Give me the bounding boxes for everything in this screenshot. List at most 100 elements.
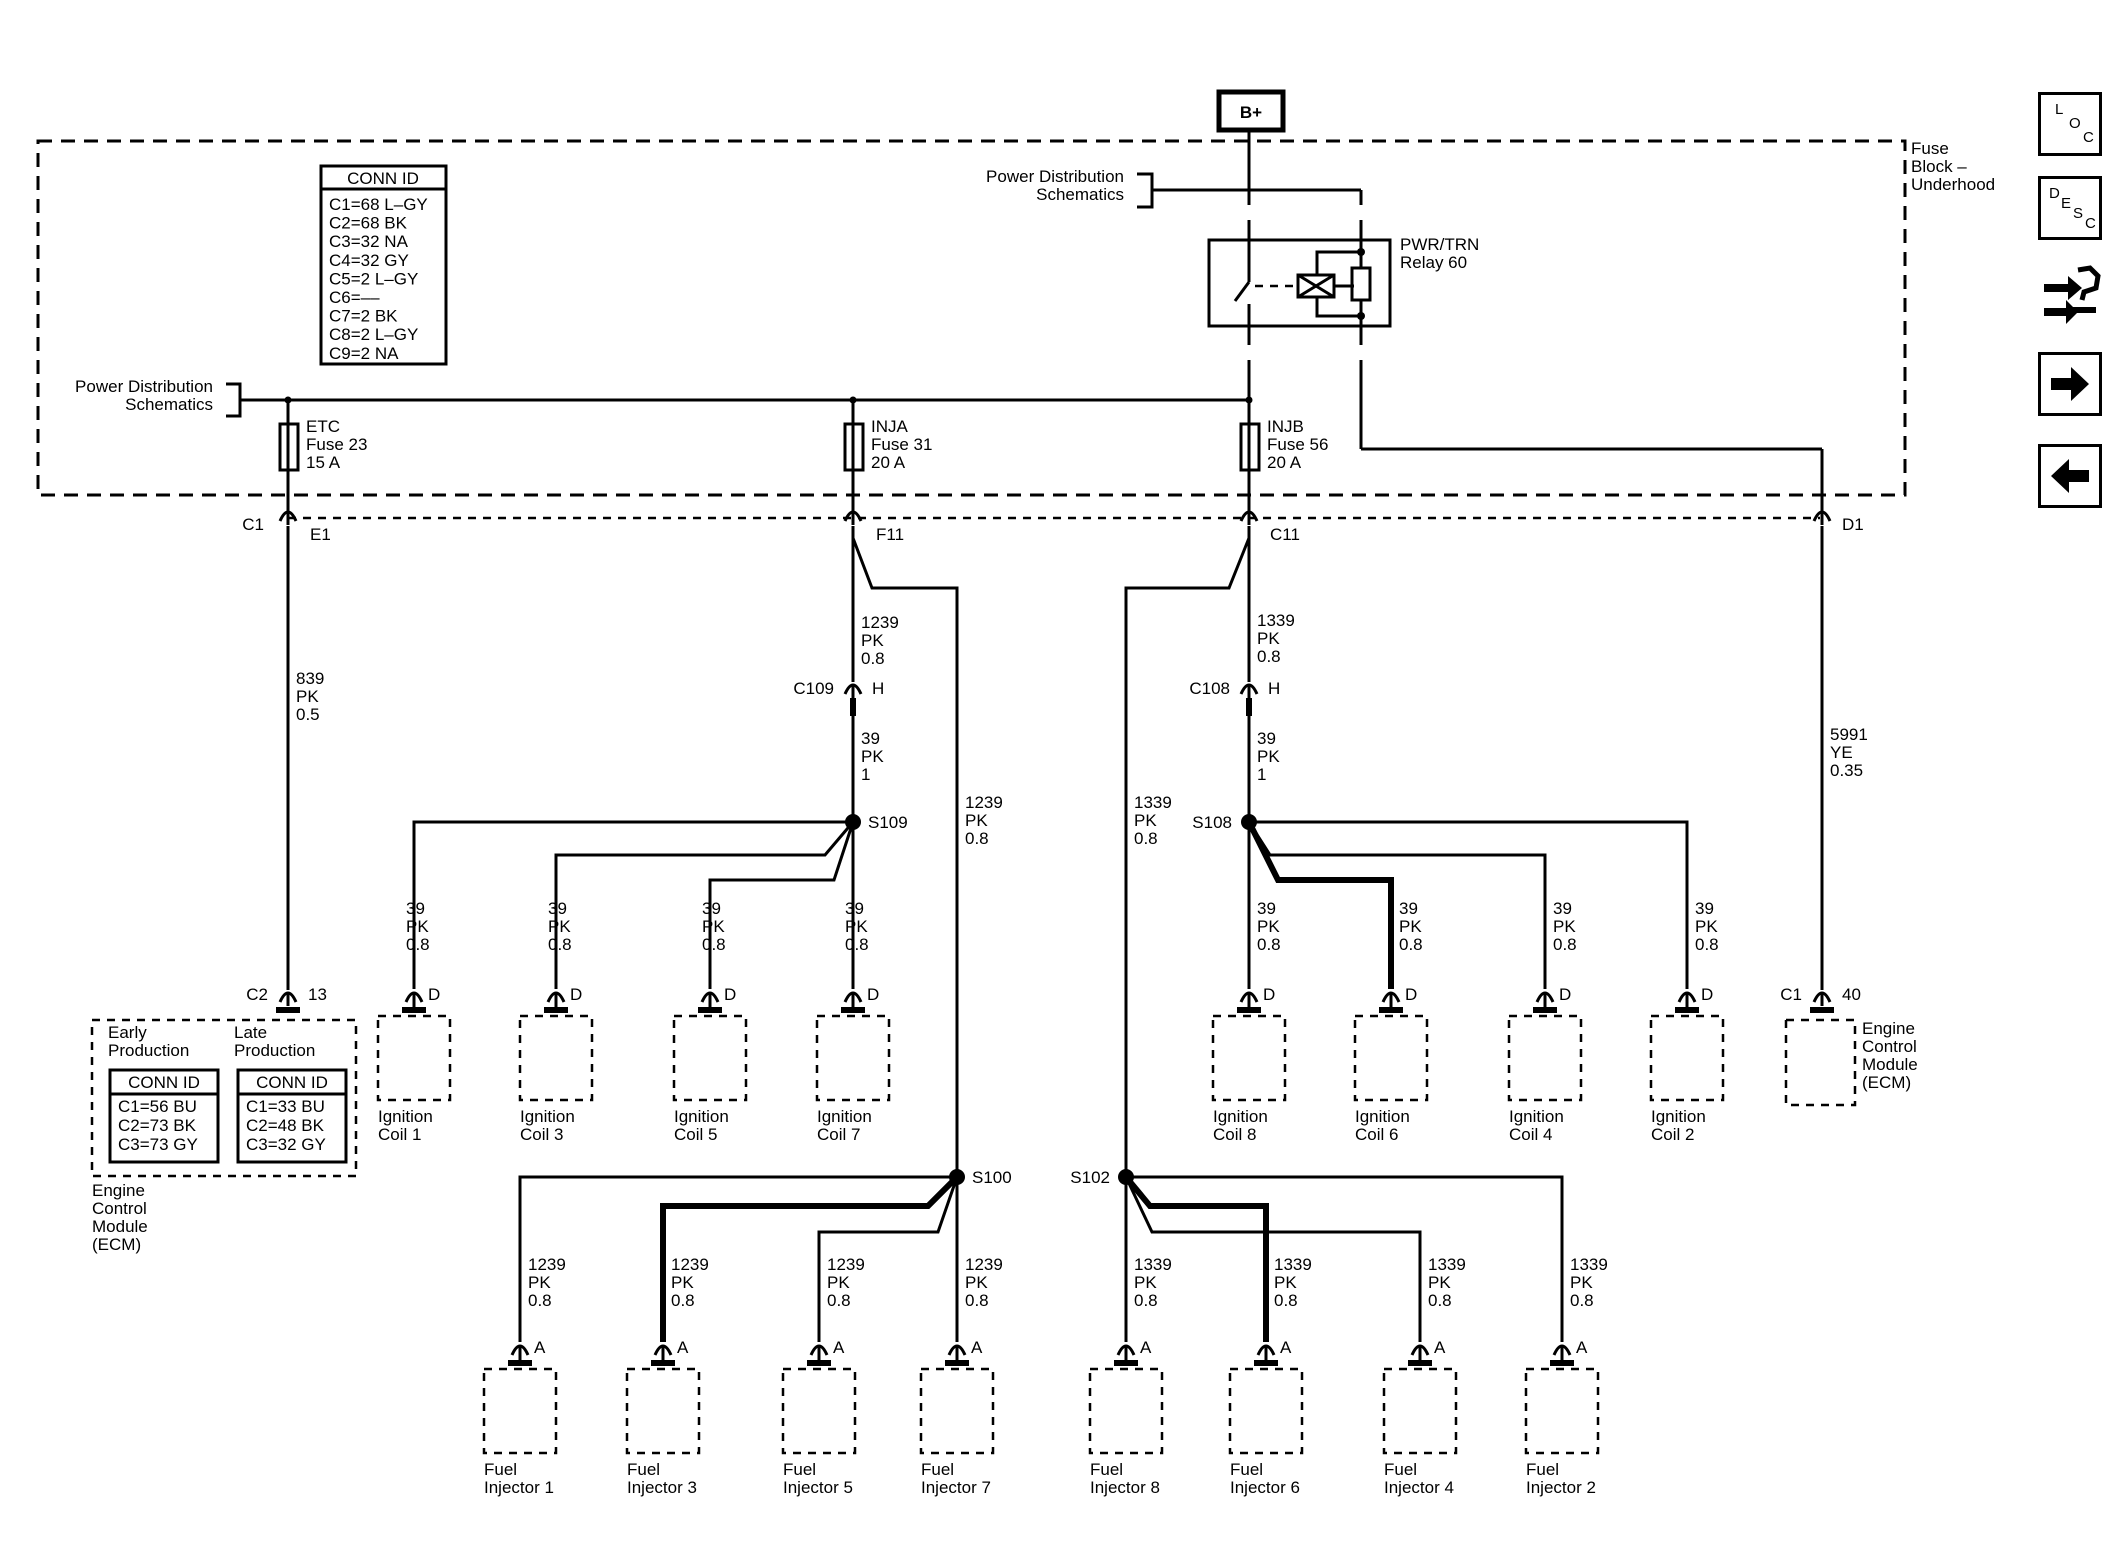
- injector-left-3-wire-label-line-1: PK: [827, 1273, 850, 1292]
- power-distribution-left-label-line-0: Power Distribution: [75, 377, 213, 396]
- coil-right-3-wire-label-line-2: 0.8: [1553, 935, 1577, 954]
- injector-right-4-label-line-1: Injector 2: [1526, 1478, 1596, 1497]
- wire-39-left-label-line-0: 39: [861, 729, 880, 748]
- power-distribution-top-label-line-0: Power Distribution: [986, 167, 1124, 186]
- coil-right-2-wire-label-line-0: 39: [1399, 899, 1418, 918]
- arrow-right-icon: [2051, 367, 2089, 401]
- injector-left-3-wire-label-line-0: 1239: [827, 1255, 865, 1274]
- fuse-56-label-line-0: INJB: [1267, 417, 1304, 436]
- loc-button[interactable]: L O C: [2038, 92, 2102, 156]
- fuel-injector-right-2-outline: [1228, 1367, 1304, 1455]
- power-distribution-top-label-line-1: Schematics: [1036, 185, 1124, 204]
- wrench-arrows-icon[interactable]: [2038, 262, 2102, 326]
- injector-left-4-label-line-1: Injector 7: [921, 1478, 991, 1497]
- coil-left-4-wire-label-line-0: 39: [845, 899, 864, 918]
- coil-left-2-wire-label-line-1: PK: [548, 917, 571, 936]
- label-ecm-right-c1: C1: [1780, 985, 1802, 1004]
- coil-left-3-label-line-0: Ignition: [674, 1107, 729, 1126]
- coil-right-3-pin: D: [1559, 985, 1571, 1004]
- relay-label-line-1: Relay 60: [1400, 253, 1467, 272]
- coil-right-1-wire-label-line-0: 39: [1257, 899, 1276, 918]
- coil-right-4-wire-label-line-2: 0.8: [1695, 935, 1719, 954]
- coil-left-3-wire-label-line-2: 0.8: [702, 935, 726, 954]
- late-table-title: CONN ID: [256, 1073, 328, 1092]
- coil-right-3-wire-label-line-1: PK: [1553, 917, 1576, 936]
- coil-left-1-label-line-1: Coil 1: [378, 1125, 421, 1144]
- fuel-injector-left-4-outline: [919, 1367, 995, 1455]
- wire-1239-top-label-line-0: 1239: [861, 613, 899, 632]
- coil-left-2-wire-label-line-0: 39: [548, 899, 567, 918]
- ecm-right-label-line-2: Module: [1862, 1055, 1918, 1074]
- splice-s100: [949, 1169, 965, 1185]
- ecm-early-label-line-0: Early: [108, 1023, 147, 1042]
- main-conn-table-row: C3=32 NA: [329, 232, 409, 251]
- wire-39-left-label-line-1: PK: [861, 747, 884, 766]
- wire-1339-top-label-line-1: PK: [1257, 629, 1280, 648]
- fuse-block-label-line-0: Fuse: [1911, 139, 1949, 158]
- injector-right-3-wire-label-line-0: 1339: [1428, 1255, 1466, 1274]
- coil-left-2-label-line-1: Coil 3: [520, 1125, 563, 1144]
- injector-right-1-pin: A: [1140, 1338, 1152, 1357]
- coil-right-2-label-line-1: Coil 6: [1355, 1125, 1398, 1144]
- coil-right-1-label-line-1: Coil 8: [1213, 1125, 1256, 1144]
- coil-right-4-wire-label-line-0: 39: [1695, 899, 1714, 918]
- label-e1: E1: [310, 525, 331, 544]
- next-button[interactable]: [2038, 352, 2102, 416]
- coil-left-4-pin: D: [867, 985, 879, 1004]
- wire-839-label-line-2: 0.5: [296, 705, 320, 724]
- main-conn-table-row: C1=68 L–GY: [329, 195, 428, 214]
- label-d1: D1: [1842, 515, 1864, 534]
- ecm-late-label-line-0: Late: [234, 1023, 267, 1042]
- wire-39-left-label-line-2: 1: [861, 765, 870, 784]
- wire-1339-top-label-line-2: 0.8: [1257, 647, 1281, 666]
- fuse-31-label-line-2: 20 A: [871, 453, 906, 472]
- fuse-block-label-line-1: Block –: [1911, 157, 1967, 176]
- coil-right-4-label-line-1: Coil 2: [1651, 1125, 1694, 1144]
- wire-39-right-label-line-0: 39: [1257, 729, 1276, 748]
- injector-right-2-wire-label-line-0: 1339: [1274, 1255, 1312, 1274]
- coil-left-1-wire-label-line-2: 0.8: [406, 935, 430, 954]
- injector-left-2-label-line-0: Fuel: [627, 1460, 660, 1479]
- fuse-56-label-line-2: 20 A: [1267, 453, 1302, 472]
- injector-right-1-wire-label-line-2: 0.8: [1134, 1291, 1158, 1310]
- fuse-block-boundary: [36, 139, 1907, 497]
- coil-left-1-pin: D: [428, 985, 440, 1004]
- desc-button[interactable]: D E S C: [2038, 176, 2102, 240]
- label-c109: C109: [793, 679, 834, 698]
- injector-left-4-label-line-0: Fuel: [921, 1460, 954, 1479]
- early-table-row: C1=56 BU: [118, 1097, 197, 1116]
- fuel-injector-right-3-outline: [1382, 1367, 1458, 1455]
- ecm-early-label-line-1: Production: [108, 1041, 189, 1060]
- coil-left-3-wire-label-line-0: 39: [702, 899, 721, 918]
- injector-right-1-wire-label-line-0: 1339: [1134, 1255, 1172, 1274]
- splice-s108: [1241, 814, 1257, 830]
- coil-left-3-label-line-1: Coil 5: [674, 1125, 717, 1144]
- injector-right-4-wire-label-line-2: 0.8: [1570, 1291, 1594, 1310]
- late-table-row: C2=48 BK: [246, 1116, 325, 1135]
- desc-letter-d: D: [2049, 185, 2060, 202]
- coil-right-1-pin: D: [1263, 985, 1275, 1004]
- relay-label-line-0: PWR/TRN: [1400, 235, 1479, 254]
- early-table-title: CONN ID: [128, 1073, 200, 1092]
- label-c1: C1: [242, 515, 264, 534]
- coil-right-2-label-line-0: Ignition: [1355, 1107, 1410, 1126]
- label-c11: C11: [1270, 525, 1300, 544]
- injector-left-1-label-line-1: Injector 1: [484, 1478, 554, 1497]
- main-conn-table-row: C9=2 NA: [329, 344, 399, 363]
- wire-39-right-label-line-1: PK: [1257, 747, 1280, 766]
- wire-1339-top-label-line-0: 1339: [1257, 611, 1295, 630]
- injector-right-4-pin: A: [1576, 1338, 1588, 1357]
- wire-1339-long-label-line-2: 0.8: [1134, 829, 1158, 848]
- ecm-left-label-line-0: Engine: [92, 1181, 145, 1200]
- coil-right-2-wire-label-line-2: 0.8: [1399, 935, 1423, 954]
- wire-39-right-label-line-2: 1: [1257, 765, 1266, 784]
- b-plus-box: [1216, 89, 1286, 133]
- prev-button[interactable]: [2038, 444, 2102, 508]
- ecm-left-label-line-3: (ECM): [92, 1235, 141, 1254]
- desc-letter-c: C: [2085, 215, 2096, 232]
- coil-left-3-pin: D: [724, 985, 736, 1004]
- injector-right-2-pin: A: [1280, 1338, 1292, 1357]
- coil-left-4-wire-label-line-1: PK: [845, 917, 868, 936]
